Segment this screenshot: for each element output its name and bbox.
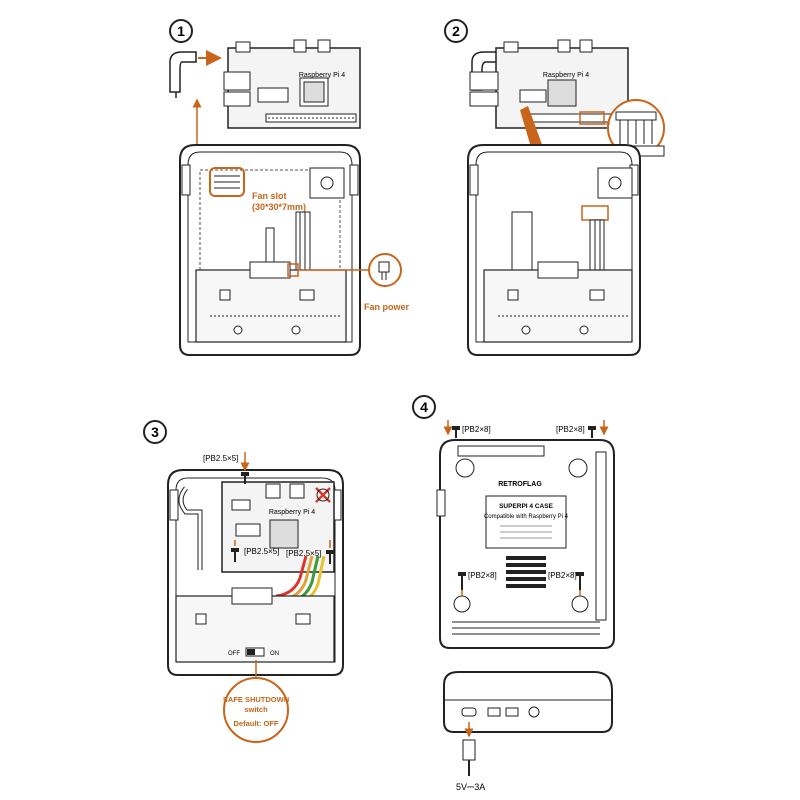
- screw-label-tl: [PB2×8]: [462, 425, 491, 434]
- switch-off-label: OFF: [228, 651, 240, 657]
- safe-shutdown-default: Default: OFF: [234, 719, 279, 728]
- safe-shutdown-label: SAFE SHUTDOWN: [223, 695, 289, 704]
- fan-power-label: Fan power: [364, 302, 410, 312]
- step-4: 4 RETROFLAG SUPERPI 4 CASE Compatible wi…: [412, 395, 615, 792]
- connector-highlight: [581, 205, 609, 221]
- bottom-board: [483, 269, 633, 343]
- screw-label-br: [PB2×8]: [548, 571, 577, 580]
- screw-label-bl: [PB2×8]: [468, 571, 497, 580]
- step-1: 1 Raspberry Pi 4 Fan slot (30: [169, 19, 410, 356]
- switch-on-label: ON: [270, 651, 279, 657]
- brand-logo: RETROFLAG: [498, 481, 542, 488]
- fan-slot-highlight: [209, 167, 245, 197]
- usb-c-plug-icon: [462, 722, 476, 776]
- step-2-badge: [444, 19, 468, 43]
- screw-icon: [588, 420, 609, 438]
- fan-slot-size: (30*30*7mm): [252, 202, 306, 212]
- vent-grille: [506, 556, 546, 588]
- screw-label-top: [PB2.5×5]: [203, 454, 238, 463]
- step-3-badge: [143, 420, 167, 444]
- product-label: [485, 495, 567, 549]
- step-1-number: 1: [177, 23, 185, 39]
- compat-text: Compatible with Raspberry Pi 4: [484, 514, 569, 520]
- screw-icon: [443, 420, 460, 438]
- step-4-badge: [412, 395, 436, 419]
- step-3-number: 3: [151, 424, 159, 440]
- step-2-number: 2: [452, 23, 460, 39]
- step-4-number: 4: [420, 399, 428, 415]
- safe-shutdown-callout: [223, 677, 289, 743]
- screw-icon: [240, 452, 250, 484]
- safe-shutdown-label-2: switch: [244, 705, 268, 714]
- usb-c-port: [461, 707, 477, 717]
- hdmi-port: [505, 707, 519, 717]
- fan-cable-connector: [169, 51, 197, 93]
- fan-slot-label: Fan slot: [252, 191, 287, 201]
- screw-icon: [576, 572, 584, 596]
- board-label: Raspberry Pi 4: [299, 72, 345, 79]
- case-rear-view: [443, 671, 613, 733]
- step-1-badge: [169, 19, 193, 43]
- hdmi-port: [487, 707, 501, 717]
- screw-icon: [458, 572, 466, 596]
- screw-label-mid-left: [PB2.5×5]: [244, 547, 279, 556]
- feet-strip: [452, 621, 600, 635]
- screw-icon: [231, 540, 239, 562]
- model-name: SUPERPI 4 CASE: [499, 503, 553, 510]
- bottom-board: [195, 269, 347, 343]
- board-label: Raspberry Pi 4: [543, 72, 589, 79]
- power-spec: 5V⎓3A: [456, 782, 485, 792]
- screw-label-mid-right: [PB2.5×5]: [286, 549, 321, 558]
- screw-label-tr: [PB2×8]: [556, 425, 585, 434]
- audio-port: [528, 706, 540, 718]
- step-2: 2 Raspberry Pi 4: [444, 19, 665, 356]
- screw-icon: [326, 540, 334, 564]
- step-3: 3 Raspberry Pi 4 [PB2.5×5]: [143, 420, 344, 743]
- board-label: Raspberry Pi 4: [269, 509, 315, 516]
